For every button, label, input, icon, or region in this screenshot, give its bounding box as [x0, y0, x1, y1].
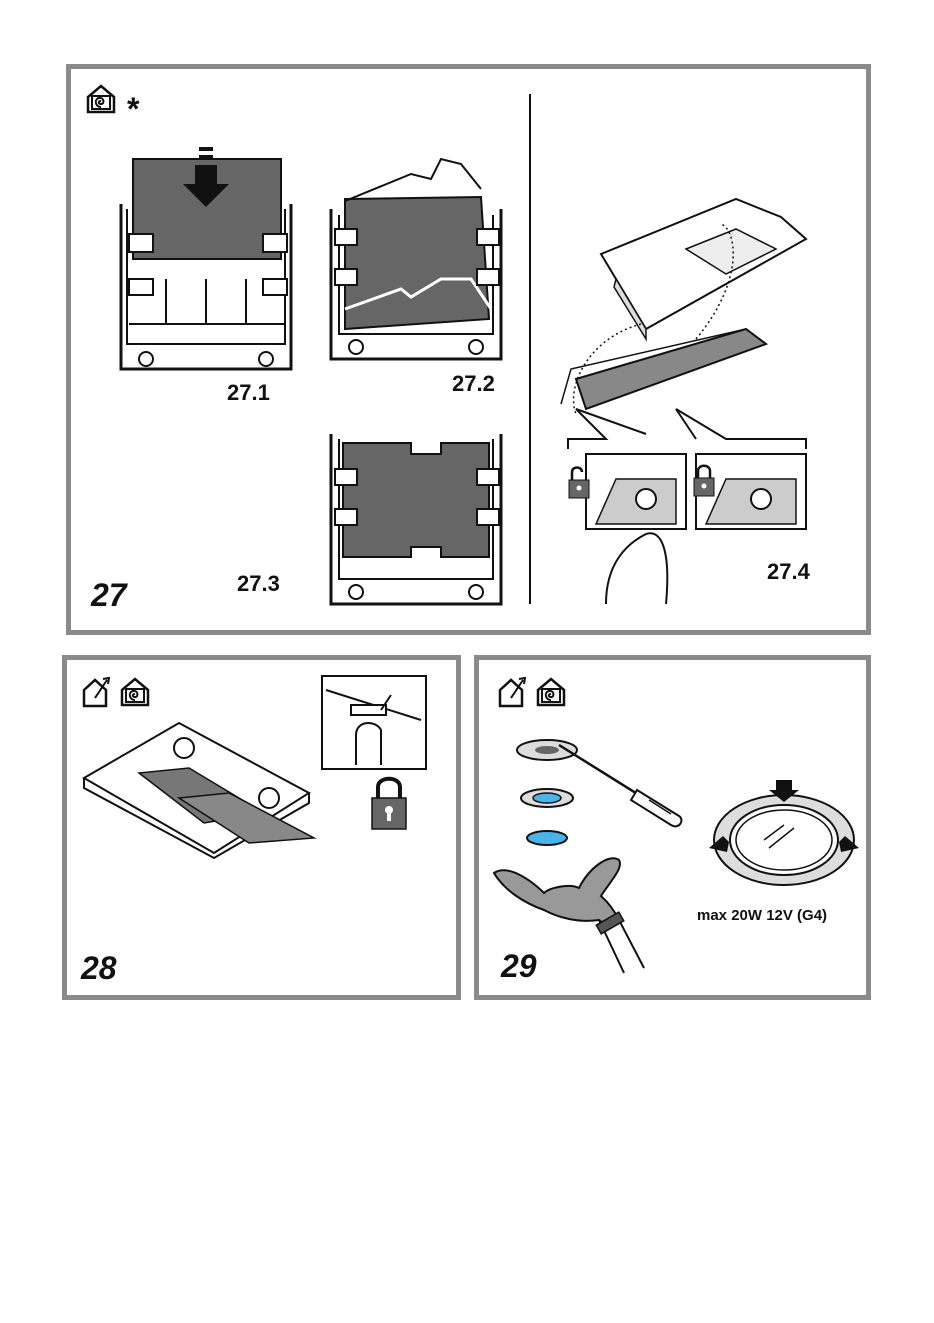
recirculation-mode-icon [119, 676, 151, 708]
ducted-mode-icon [81, 676, 113, 708]
recirculation-mode-icon [85, 83, 117, 115]
step-label-27-1: 27.1 [227, 382, 270, 404]
step-label-27-3: 27.3 [237, 573, 280, 595]
padlock-icon [369, 772, 409, 832]
ducted-mode-icon [497, 676, 529, 708]
figure-29-panel: max 20W 12V (G4) 29 [474, 655, 871, 1000]
recirculation-mode-icon [535, 676, 567, 708]
figure-number-27: 27 [91, 579, 127, 611]
asterisk-note: * [127, 93, 139, 125]
hood-filter-insert-illustration [111, 149, 301, 379]
screwdriver-icon [559, 740, 689, 830]
filter-partial-removal-illustration [321, 129, 511, 369]
padlock-closed-icon [693, 462, 715, 498]
lamp-cover-ring-icon [709, 780, 859, 890]
filter-seated-illustration [321, 429, 511, 609]
step-label-27-4: 27.4 [767, 561, 810, 583]
figure-28-panel: 28 [62, 655, 461, 1000]
motor-unit-illustration [546, 129, 846, 419]
figure-27-panel: * 27.1 27.2 [66, 64, 871, 635]
hood-underside-filter-removal-illustration [79, 718, 319, 858]
figure-number-29: 29 [501, 950, 537, 982]
figure-number-28: 28 [81, 952, 117, 984]
step-label-27-2: 27.2 [452, 373, 495, 395]
callout-bracket [566, 409, 816, 449]
padlock-open-icon [568, 464, 590, 500]
lamp-spec-label: max 20W 12V (G4) [697, 908, 827, 923]
latch-release-inset [321, 675, 427, 770]
divider-line [529, 94, 531, 604]
